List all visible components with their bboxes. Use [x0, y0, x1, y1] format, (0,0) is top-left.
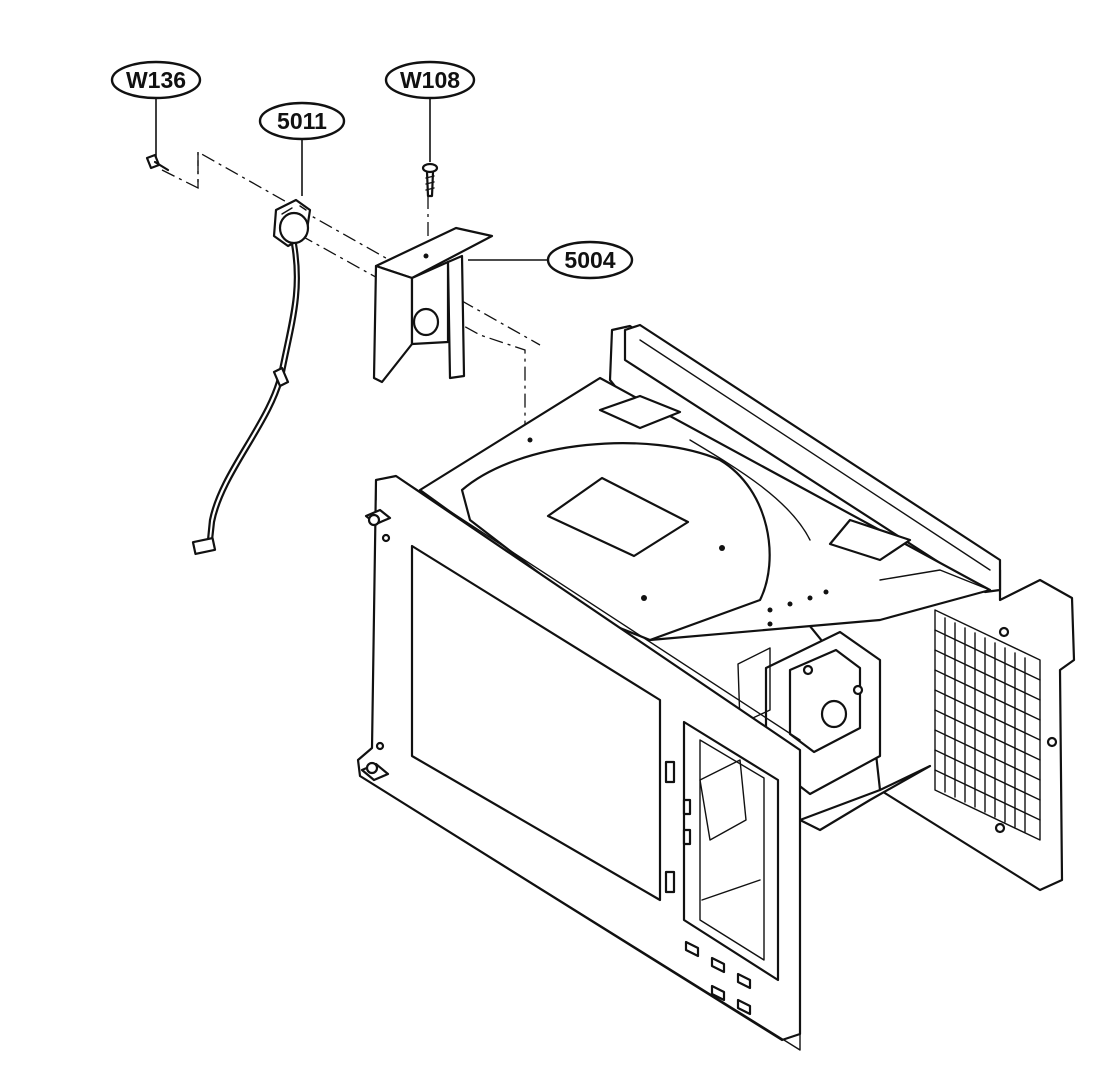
microwave-cavity-assembly	[356, 323, 1076, 1051]
callout-5011: 5011	[258, 101, 346, 141]
callout-w136: W136	[110, 60, 202, 100]
callout-5004: 5004	[546, 240, 634, 280]
callout-label-w108: W108	[400, 67, 460, 93]
callout-label-5011: 5011	[277, 108, 327, 134]
screw-w108	[421, 162, 439, 198]
assembly-guide-lines	[161, 150, 541, 440]
callout-leaders	[155, 98, 548, 261]
screw-w136	[145, 153, 170, 172]
side-vent-grid	[934, 609, 1041, 841]
callout-w108: W108	[384, 60, 476, 100]
thermostat-5011	[191, 198, 312, 556]
bracket-5004	[372, 226, 494, 384]
callout-label-5004: 5004	[564, 247, 615, 273]
callout-label-w136: W136	[126, 67, 186, 93]
